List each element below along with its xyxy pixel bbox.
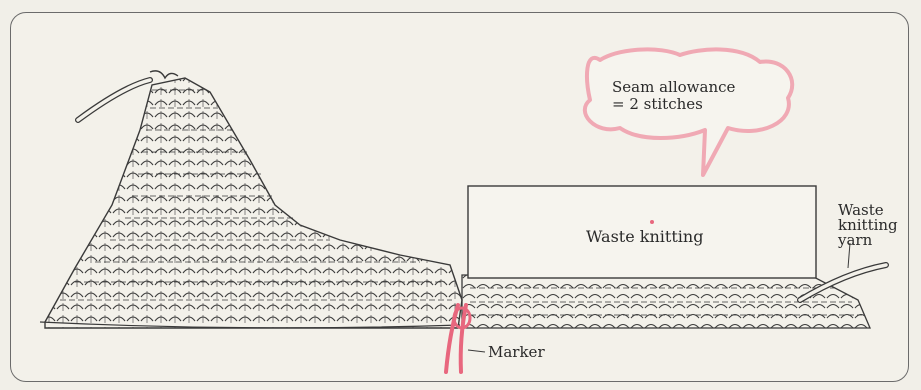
callout-line-2: = 2 stitches xyxy=(612,96,772,113)
marker-label: Marker xyxy=(488,344,545,361)
bottom-knitting xyxy=(462,275,870,328)
callout-text: Seam allowance = 2 stitches xyxy=(612,79,772,113)
waste-knitting-label: Waste knitting xyxy=(586,228,703,245)
callout-line-1: Seam allowance xyxy=(612,79,772,96)
waste-yarn-label: Waste knitting yarn xyxy=(838,203,898,248)
waste-yarn-label-line-3: yarn xyxy=(838,233,898,248)
marker-pointer xyxy=(468,350,485,352)
knitted-fabric xyxy=(45,78,462,328)
